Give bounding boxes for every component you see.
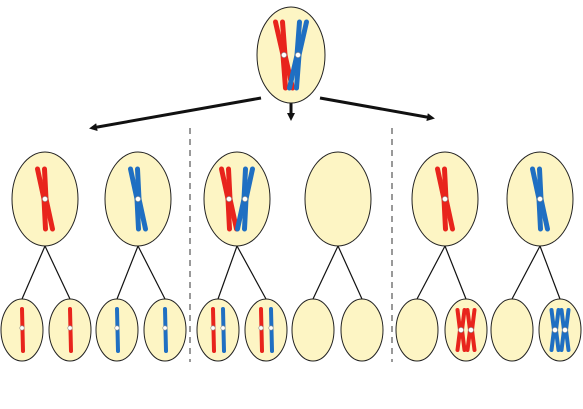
connector-line [539,245,561,300]
gamete-cell-12 [538,298,582,362]
parent-cell [256,6,326,104]
paternal-chromosome [268,307,274,353]
gamete-cell-10-membrane [444,298,488,362]
paternal-chromosome [162,307,168,353]
paternal-chromosome [128,166,148,232]
gamete-cell-6 [244,298,288,362]
gamete-cell-9 [395,298,439,362]
connector-line [236,245,267,300]
arrow-right [319,96,435,122]
connector-line [416,245,446,300]
connector-line [137,245,166,300]
meiosis-1-cell-1-2 [104,151,172,247]
connector-line [444,245,467,300]
maternal-chromosome [210,307,216,353]
meiosis-1-cell-2-1 [203,151,271,247]
maternal-chromosome [35,166,55,232]
meiosis-1-cell-2-2 [304,151,372,247]
gamete-cell-2 [48,298,92,362]
gamete-cell-7 [291,298,335,362]
gamete-cell-5 [196,298,240,362]
division-arrows [89,96,435,132]
gamete-cell-12-membrane [538,298,582,362]
connector-line [116,245,139,300]
paternal-chromosome [220,307,226,353]
maternal-chromosome [67,307,73,353]
maternal-chromosome [455,308,467,352]
gamete-cell-7-membrane [291,298,335,362]
parent-cell-membrane [256,6,326,104]
paternal-chromosome [235,166,255,232]
gamete-cell-1 [0,298,44,362]
cells [0,6,582,362]
paternal-chromosome [559,308,571,352]
arrow-left [89,96,262,132]
connector-line [217,245,238,300]
gamete-cell-8-membrane [340,298,384,362]
maternal-chromosome [19,307,25,353]
paternal-chromosome [287,19,309,91]
maternal-chromosome [258,307,264,353]
paternal-chromosome [549,308,561,352]
paternal-chromosome [530,166,550,232]
gamete-cell-11 [490,298,534,362]
gamete-cell-6-membrane [244,298,288,362]
gamete-cell-3 [95,298,139,362]
divider-lines [189,128,393,362]
connector-line [44,245,71,300]
maternal-chromosome [465,308,477,352]
gamete-cell-4 [143,298,187,362]
gamete-cell-5-membrane [196,298,240,362]
paternal-chromosome [114,307,120,353]
gamete-cell-11-membrane [490,298,534,362]
maternal-chromosome [435,166,455,232]
connector-line [21,245,46,300]
gamete-cell-8 [340,298,384,362]
connector-line [312,245,339,300]
meiosis-1-cell-1-1 [11,151,79,247]
meiosis-1-cell-3-2 [506,151,574,247]
maternal-chromosome [219,166,239,232]
gamete-cell-9-membrane [395,298,439,362]
connector-line [511,245,541,300]
meiosis-1-cell-3-1 [411,151,479,247]
connector-line [337,245,363,300]
gamete-cell-10 [444,298,488,362]
connector-lines [21,245,561,300]
meiosis-1-cell-2-2-membrane [304,151,372,247]
meiosis-1-cell-2-1-membrane [203,151,271,247]
